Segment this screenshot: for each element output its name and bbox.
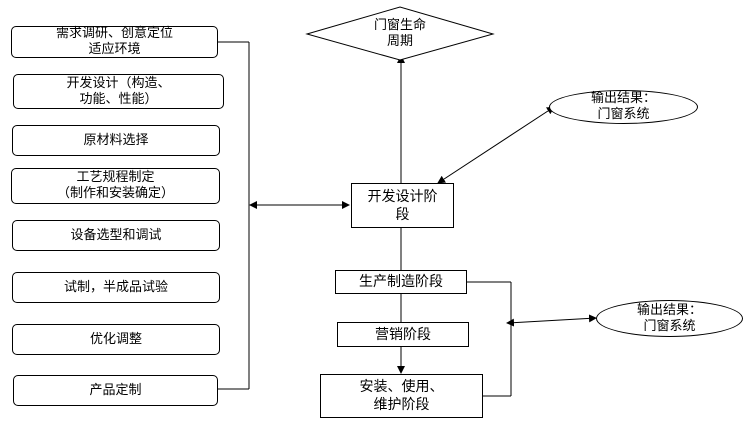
lifecycle-label: 门窗生命 周期	[373, 18, 426, 49]
step-optimization: 优化调整	[12, 324, 220, 355]
phase-manufacturing: 生产制造阶段	[335, 270, 467, 294]
step-material-selection: 原材料选择	[12, 125, 220, 156]
design-output-arrow	[437, 106, 555, 184]
step-research: 需求调研、创意定位 适应环境	[11, 26, 218, 58]
phase-installation: 安装、使用、 维护阶段	[320, 374, 483, 418]
output-top: 输出结果： 门窗系统	[549, 90, 698, 124]
feedback-output-arrow	[506, 314, 597, 327]
step-process-planning: 工艺规程制定 （制作和安装确定）	[11, 168, 220, 204]
step-trial-production: 试制，半成品试验	[12, 272, 220, 303]
output-bottom: 输出结果： 门窗系统	[596, 300, 743, 337]
lifecycle-diamond	[305, 6, 495, 61]
phase-marketing: 营销阶段	[337, 322, 469, 347]
step-equipment-selection: 设备选型和调试	[12, 220, 220, 251]
step-development-design: 开发设计（构造、 功能、性能）	[13, 74, 224, 109]
step-product-customization: 产品定制	[13, 375, 218, 406]
phase-design: 开发设计阶 段	[351, 183, 454, 228]
